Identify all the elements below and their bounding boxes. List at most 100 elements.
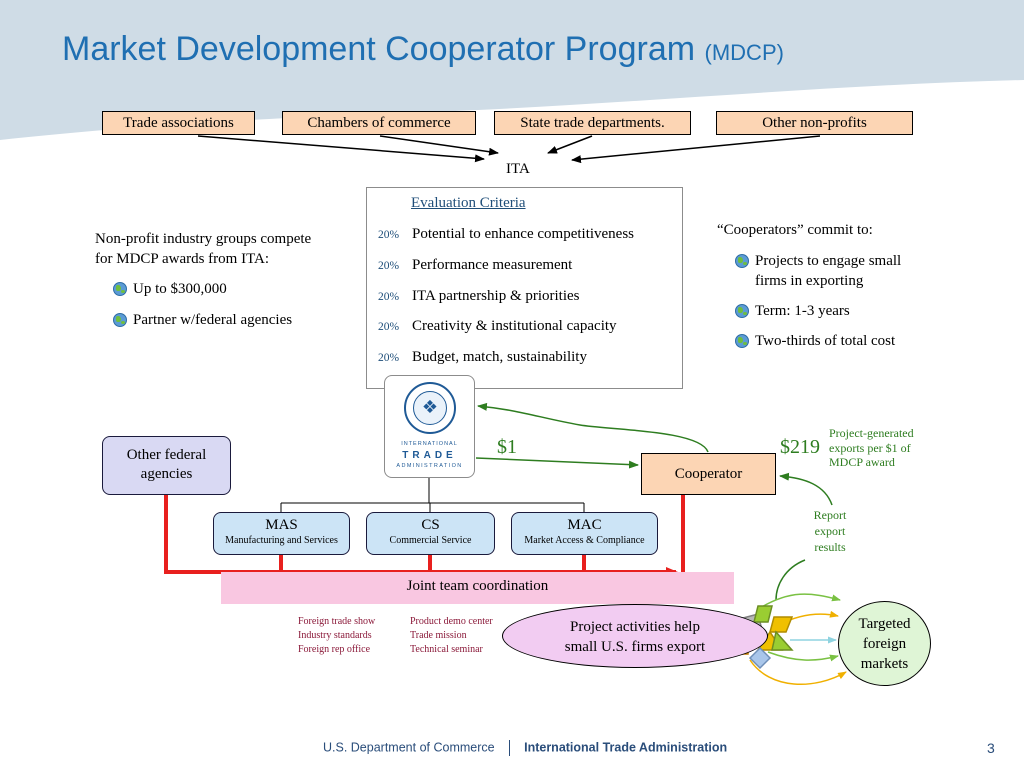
exports-note-line: Project-generated	[829, 426, 914, 440]
footer-divider	[508, 740, 511, 756]
joint-team-coordination-label: Joint team coordination	[406, 578, 549, 594]
source-state-trade-departments: State trade departments.	[494, 111, 691, 135]
project-activities-line: small U.S. firms export	[564, 639, 706, 655]
criterion-weight: 20%	[378, 229, 400, 241]
cooperators-bullet: Projects to engage small firms in export…	[735, 251, 901, 291]
footer-department: U.S. Department of Commerce	[323, 740, 495, 755]
left-panel-line2: for MDCP awards from ITA:	[95, 251, 270, 267]
source-other-non-profits: Other non-profits	[716, 111, 913, 135]
slide-title-text: Market Development Cooperator Program	[62, 30, 696, 68]
exports-note-line: MDCP award	[829, 455, 895, 469]
org-tree-lines	[280, 478, 585, 512]
funding-arrows	[475, 402, 833, 601]
evaluation-criteria-box	[366, 187, 683, 389]
activity-list-left: Foreign trade show Industry standards Fo…	[298, 615, 375, 657]
cooperators-panel: “Cooperators” commit to: Projects to eng…	[717, 220, 901, 351]
left-bullet: Up to $300,000	[113, 279, 355, 299]
criterion-label: ITA partnership & priorities	[412, 288, 580, 304]
logo-line-trade: TRADE	[402, 450, 457, 461]
ita-label: ITA	[506, 161, 530, 177]
left-bullet-text: Partner w/federal agencies	[133, 312, 293, 328]
activity-item: Trade mission	[410, 630, 467, 641]
criterion-label: Potential to enhance competitiveness	[412, 226, 635, 242]
activity-item: Product demo center	[410, 616, 493, 627]
criterion-weight: 20%	[378, 260, 400, 272]
other-federal-line2: agencies	[140, 466, 193, 482]
eagle-icon: ❖	[421, 397, 439, 418]
project-activities-text: Project activities help small U.S. firms…	[520, 617, 750, 657]
report-results-note: Report export results	[810, 507, 850, 555]
criterion-row: 20% Performance measurement	[378, 257, 572, 274]
unit-box-mac: MAC Market Access & Compliance	[511, 512, 658, 555]
activity-item: Technical seminar	[410, 644, 483, 655]
source-chambers-of-commerce: Chambers of commerce	[282, 111, 476, 135]
activity-list-right: Product demo center Trade mission Techni…	[410, 615, 493, 657]
cooperators-bullet: Two-thirds of total cost	[735, 331, 901, 351]
project-activities-line: Project activities help	[570, 619, 700, 635]
exports-note: Project-generated exports per $1 of MDCP…	[829, 426, 914, 470]
criterion-weight: 20%	[378, 352, 400, 364]
globe-bullet-icon	[113, 282, 127, 296]
unit-name: MAC	[567, 517, 602, 533]
criterion-weight: 20%	[378, 321, 400, 333]
criterion-label: Performance measurement	[412, 257, 573, 273]
source-trade-associations: Trade associations	[102, 111, 255, 135]
activity-item: Industry standards	[298, 630, 372, 641]
criterion-label: Creativity & institutional capacity	[412, 318, 617, 334]
unit-subtitle: Manufacturing and Services	[225, 535, 338, 546]
award-amount: $1	[497, 436, 517, 458]
cooperators-bullet-text: Two-thirds of total cost	[755, 333, 896, 349]
cooperators-bullet: Term: 1-3 years	[735, 301, 901, 321]
target-line: markets	[860, 655, 909, 672]
unit-subtitle: Market Access & Compliance	[524, 535, 645, 546]
cooperators-heading: “Cooperators” commit to:	[717, 222, 873, 238]
cooperator-box: Cooperator	[641, 453, 776, 495]
criterion-label: Budget, match, sustainability	[412, 349, 587, 365]
report-note-line: results	[814, 540, 846, 554]
criterion-row: 20% Potential to enhance competitiveness	[378, 226, 634, 243]
page-number: 3	[987, 740, 995, 756]
target-line: foreign	[862, 635, 907, 652]
slide-title-abbr: (MDCP)	[704, 40, 784, 65]
globe-bullet-icon	[735, 254, 749, 268]
activity-item: Foreign rep office	[298, 644, 371, 655]
unit-box-mas: MAS Manufacturing and Services	[213, 512, 350, 555]
criterion-row: 20% Creativity & institutional capacity	[378, 318, 617, 335]
source-to-ita-arrows	[197, 135, 821, 164]
other-federal-line1: Other federal	[126, 447, 207, 463]
evaluation-criteria-heading: Evaluation Criteria	[411, 195, 526, 211]
criterion-row: 20% Budget, match, sustainability	[378, 349, 587, 366]
criterion-row: 20% ITA partnership & priorities	[378, 288, 580, 305]
globe-bullet-icon	[735, 334, 749, 348]
unit-subtitle: Commercial Service	[389, 535, 472, 546]
left-panel-line1: Non-profit industry groups compete	[95, 231, 312, 247]
footer-agency: International Trade Administration	[524, 740, 728, 755]
exports-note-line: exports per $1 of	[829, 440, 911, 455]
logo-line-international: INTERNATIONAL	[401, 441, 458, 447]
left-bullet: Partner w/federal agencies	[113, 310, 355, 330]
report-note-line: export	[814, 524, 846, 538]
targeted-foreign-markets-circle: Targeted foreign markets	[838, 601, 931, 686]
exports-amount: $219	[780, 436, 820, 458]
unit-box-cs: CS Commercial Service	[366, 512, 495, 555]
cooperators-bullet-text: Term: 1-3 years	[755, 303, 850, 319]
other-federal-agencies-box: Other federal agencies	[102, 436, 231, 495]
activity-item: Foreign trade show	[298, 616, 376, 627]
left-panel: Non-profit industry groups compete for M…	[95, 229, 355, 330]
cooperators-bullet-text: Projects to engage small	[755, 253, 902, 269]
seal-inner-ring	[413, 391, 447, 425]
globe-bullet-icon	[735, 304, 749, 318]
report-note-line: Report	[813, 508, 847, 522]
joint-team-coordination-bar	[221, 572, 734, 604]
project-activities-ellipse	[502, 604, 768, 668]
header-band	[0, 0, 1024, 140]
criterion-weight: 20%	[378, 291, 400, 303]
unit-name: CS	[421, 517, 440, 533]
target-line: Targeted	[858, 615, 911, 632]
globe-bullet-icon	[113, 313, 127, 327]
unit-name: MAS	[265, 517, 298, 533]
logo-line-administration: ADMINISTRATION	[396, 463, 463, 469]
footer: U.S. Department of Commerce International…	[323, 740, 727, 756]
cooperators-bullet-text: firms in exporting	[755, 273, 864, 289]
left-bullet-text: Up to $300,000	[133, 281, 227, 297]
